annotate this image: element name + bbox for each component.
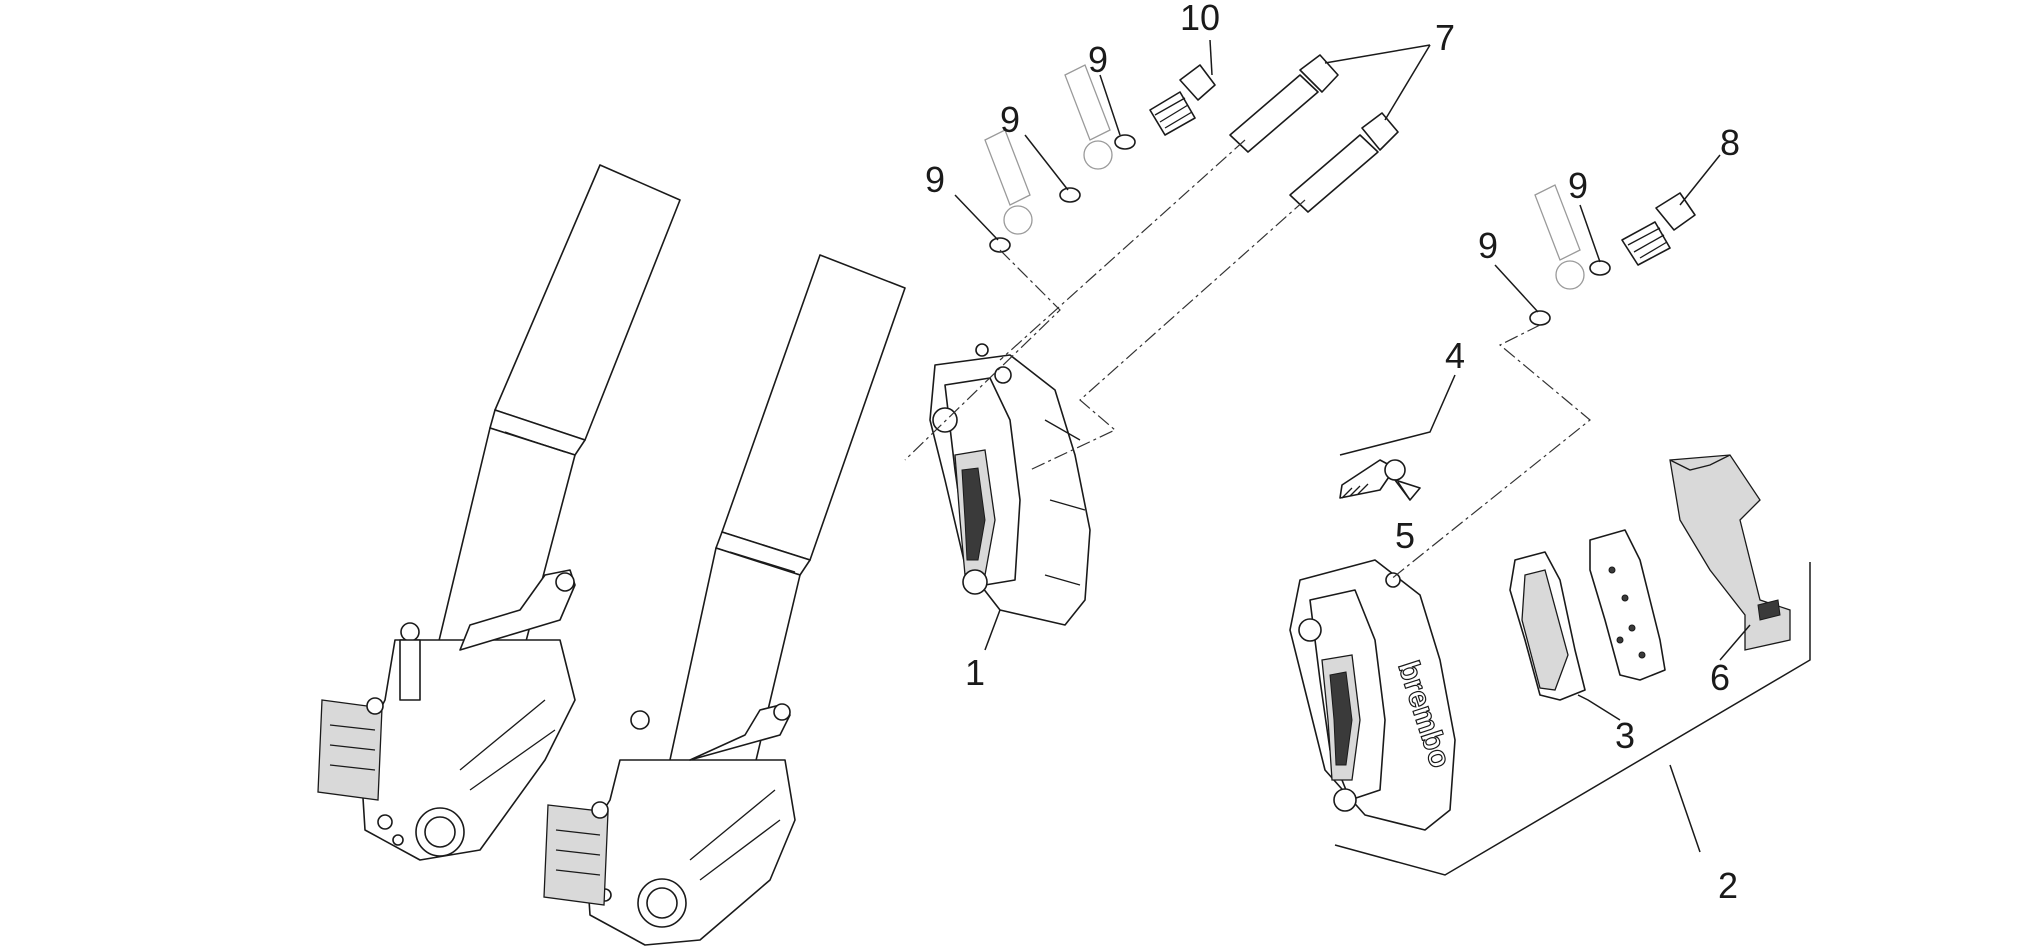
banjo-bolt-10: [1149, 64, 1216, 136]
pad-pin-and-clip: [1339, 459, 1421, 501]
callout-labels: 10 7 9 9 9 8 9 9 4 5 1 3 6 2: [925, 0, 1740, 906]
callout-9a: 9: [1088, 39, 1108, 80]
mounting-bolts: [1229, 54, 1399, 213]
callout-9b: 9: [1000, 99, 1020, 140]
brake-caliper-brembo: brembo: [1289, 559, 1457, 831]
pad-spring-plate: [1669, 454, 1791, 651]
assembly-lines: [904, 139, 1591, 581]
callout-6: 6: [1710, 657, 1730, 698]
callout-9c: 9: [925, 159, 945, 200]
callout-9d: 9: [1568, 165, 1588, 206]
callout-4: 4: [1445, 335, 1465, 376]
fork-leg-right: [543, 254, 906, 946]
callout-1: 1: [965, 652, 985, 693]
brake-caliper-1: [929, 343, 1091, 626]
fork-leg-left: [317, 164, 681, 861]
leader-lines: [954, 39, 1811, 876]
sealing-washers: [989, 134, 1611, 326]
callout-10: 10: [1180, 0, 1220, 38]
callout-8: 8: [1720, 122, 1740, 163]
brake-pads: [1509, 529, 1666, 701]
callout-2: 2: [1718, 865, 1738, 906]
callout-3: 3: [1615, 715, 1635, 756]
callout-9e: 9: [1478, 225, 1498, 266]
ghost-hose-fittings: [984, 64, 1585, 290]
banjo-bolt-8: [1621, 192, 1696, 266]
callout-5: 5: [1395, 515, 1415, 556]
callout-7: 7: [1435, 17, 1455, 58]
